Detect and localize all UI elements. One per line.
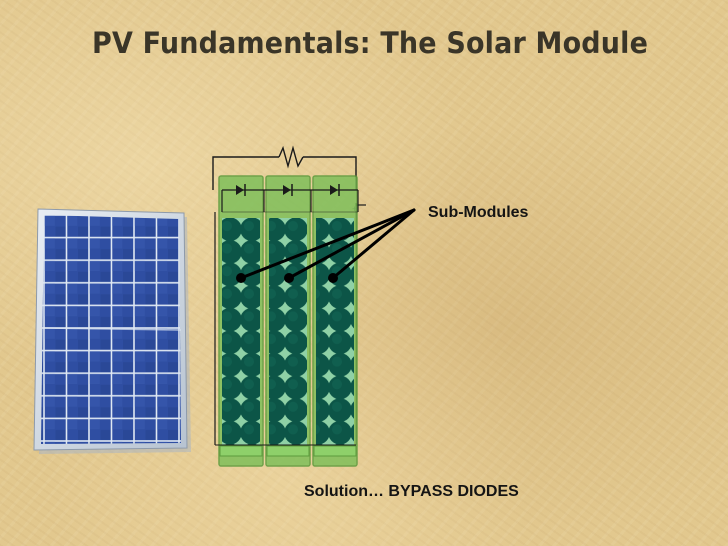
load-wire-left (212, 156, 279, 190)
sub-module-2 (265, 175, 311, 467)
bypass-diodes-label: Solution… BYPASS DIODES (304, 483, 519, 500)
sub-modules-label: Sub-Modules (428, 204, 529, 221)
diode-icon (283, 184, 293, 196)
sub-module-3 (312, 175, 358, 467)
diode-icon (236, 184, 246, 196)
slide-title: PV Fundamentals: The Solar Module (92, 26, 649, 60)
diode-icon (330, 184, 340, 196)
solar-panel-photo (33, 208, 191, 454)
sub-modules-pointer (239, 208, 416, 280)
resistor-icon (278, 145, 304, 169)
sub-module-1 (218, 175, 264, 467)
pointer-dots (236, 273, 338, 283)
